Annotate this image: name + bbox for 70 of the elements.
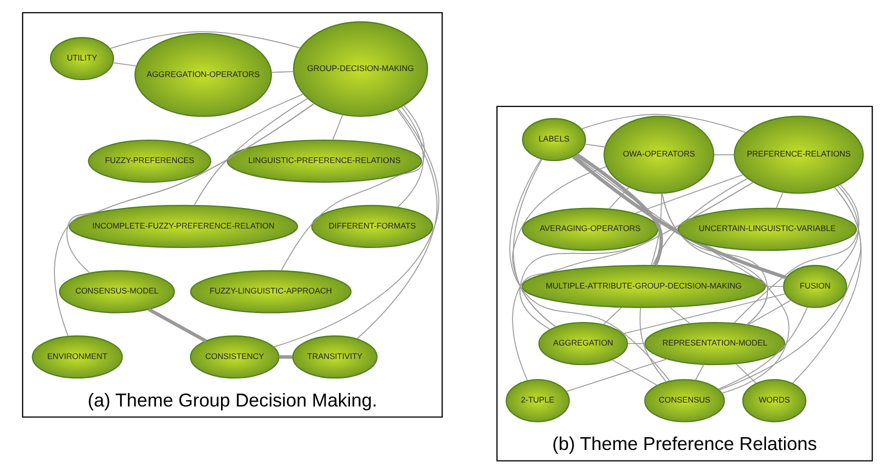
connector [278, 355, 292, 359]
connector [835, 185, 858, 271]
connector [565, 358, 668, 392]
connector [147, 308, 206, 343]
connector [332, 114, 343, 140]
connector [186, 94, 304, 145]
node-ellipse: DIFFERENT-FORMATS [310, 204, 433, 248]
connector [733, 184, 859, 324]
connector [650, 193, 662, 266]
connector [356, 108, 437, 340]
connector [273, 108, 439, 348]
connector [626, 343, 646, 344]
connector [746, 300, 791, 326]
connector [775, 192, 784, 209]
connector [735, 363, 756, 384]
connector [584, 144, 606, 148]
connector [634, 174, 744, 214]
connector [112, 62, 136, 66]
node-ellipse: AGGREGATION-OPERATORS [134, 32, 272, 117]
connector [602, 306, 622, 325]
node-ellipse: PREFERENCE-RELATIONS [733, 116, 864, 194]
connector [713, 154, 734, 156]
node-ellipse: WORDS [742, 379, 806, 422]
node-ellipse: AGGREGATION [538, 322, 628, 366]
connector [518, 182, 754, 330]
connector [694, 364, 704, 381]
node-ellipse: CONSENSUS-MODEL [58, 270, 174, 314]
node-ellipse: AVERAGING-OPERATORS [521, 208, 658, 251]
node-ellipse: OWA-OPERATORS [603, 116, 714, 194]
connector [396, 106, 424, 208]
connector [54, 102, 314, 337]
node-ellipse: CONSENSUS [644, 379, 724, 422]
node-ellipse: MULTIPLE-ATTRIBUTE-GROUP-DECISION-MAKING [521, 264, 766, 308]
connector [575, 153, 662, 266]
node-ellipse: INCOMPLETE-FUZZY-PREFERENCE-RELATION [68, 204, 298, 248]
connector [639, 307, 666, 382]
node-ellipse: FUZZY-LINGUISTIC-APPROACH [190, 270, 352, 314]
node-ellipse: GROUP-DECISION-MAKING [292, 21, 428, 117]
connector [622, 293, 786, 334]
connector [610, 359, 658, 386]
connector [764, 286, 784, 287]
node-ellipse: FUZZY-PREFERENCES [87, 140, 211, 183]
connector [652, 178, 748, 266]
node-ellipse: TRANSITIVITY [292, 335, 378, 379]
connector [512, 182, 754, 381]
node-ellipse: REPRESENTATION-MODEL [644, 322, 785, 366]
connector [280, 104, 424, 272]
connector [717, 306, 808, 390]
connector [108, 31, 300, 50]
connector [572, 155, 787, 280]
node-ellipse: UTILITY [49, 37, 114, 80]
connector [718, 186, 861, 391]
connector [574, 155, 768, 326]
connector [608, 186, 629, 210]
node-ellipse: ENVIRONMENT [31, 335, 122, 379]
node-ellipse: CONSISTENCY [189, 335, 279, 379]
connector [509, 158, 670, 382]
connector [661, 192, 789, 394]
connector [193, 98, 308, 206]
node-ellipse: FUSION [782, 264, 847, 308]
node-ellipse: LINGUISTIC-PREFERENCE-RELATIONS [226, 140, 422, 183]
node-ellipse: UNCERTAIN-LINGUISTIC-VARIABLE [677, 208, 856, 251]
connector [661, 192, 768, 326]
connector [668, 306, 690, 324]
node-ellipse: LABELS [521, 118, 586, 162]
connector [270, 71, 294, 73]
connector [792, 186, 861, 384]
node-ellipse: 2-TUPLE [505, 379, 570, 422]
connector [512, 166, 606, 328]
connector [580, 114, 746, 134]
